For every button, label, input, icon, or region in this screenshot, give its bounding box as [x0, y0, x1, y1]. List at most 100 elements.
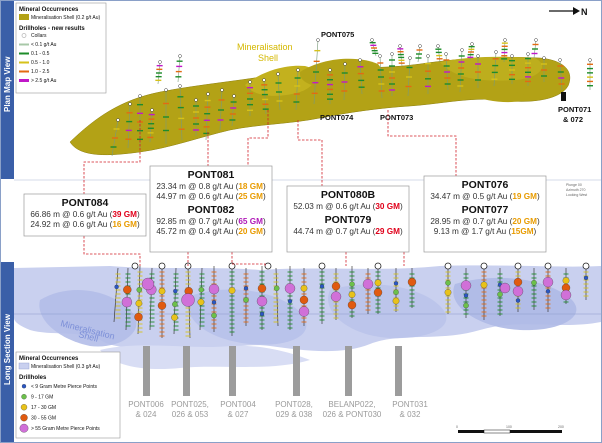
scale-tick-200: 200: [558, 425, 564, 429]
plan-drillhole: [341, 62, 348, 101]
plan-collar: [460, 48, 464, 52]
result-box-frame: [23, 193, 147, 237]
plan-drillhole: [311, 38, 321, 105]
plan-drillhole: [193, 98, 199, 136]
section-drillhole: [497, 268, 503, 316]
plan-collar: [398, 44, 402, 48]
section-drillhole: [256, 266, 268, 330]
section-drillhole: [373, 266, 383, 314]
plan-collar: [178, 84, 182, 88]
plan-drillhole: [397, 44, 405, 67]
plan-legend-label-5: > 2.5 g/t Au: [31, 78, 57, 84]
plan-collar: [220, 88, 224, 92]
plan-drillhole: [357, 58, 365, 95]
result-gm-value: 30 GM: [375, 202, 400, 211]
result-line-text: 45.72 m @ 0.4 g/t Au (: [156, 227, 238, 236]
section-pierce-point: [197, 298, 205, 306]
plan-drillhole: [147, 108, 155, 143]
plan-collar: [558, 58, 562, 62]
section-pierce-point: [560, 289, 572, 301]
section-collar: [264, 262, 272, 270]
result-title-pont084: PONT084: [62, 197, 109, 209]
hole-label-pont074: PONT074: [320, 113, 354, 122]
plan-collar: [534, 38, 538, 42]
result-title-pont076: PONT076: [462, 179, 509, 191]
plan-collar: [426, 54, 430, 58]
plan-drillhole: [261, 78, 269, 115]
plan-drillhole: [110, 118, 120, 157]
plan-drillhole: [175, 54, 183, 83]
section-view-sidebar: [1, 262, 14, 442]
section-note-3: Looking West: [566, 193, 587, 197]
section-pierce-point: [515, 298, 521, 303]
result-line: 52.03 m @ 0.6 g/t Au (30 GM): [293, 202, 403, 211]
plan-collar: [206, 92, 210, 96]
result-line-tail: ): [137, 220, 140, 229]
plan-legend-label-1: < 0.1 g/t Au: [31, 42, 57, 48]
connector-pont079-plan: [387, 110, 457, 186]
result-line: 24.92 m @ 0.6 g/t Au (16 GM): [30, 220, 140, 229]
section-pierce-point: [208, 283, 220, 295]
plan-collar: [150, 108, 154, 112]
result-title-pont079: PONT079: [325, 214, 372, 226]
plan-legend-swatch-0: [21, 33, 27, 38]
plan-collar: [194, 98, 198, 102]
result-box-frame: [286, 185, 410, 253]
section-group-label-2-a: PONT004: [220, 400, 256, 409]
section-trace-line: [173, 267, 177, 335]
hole-label-pont071: PONT071: [558, 105, 591, 114]
section-legend-label-0: < 9 Gram Metre Pierce Points: [31, 384, 97, 390]
result-line: 34.47 m @ 0.5 g/t Au (19 GM): [430, 192, 540, 201]
section-group-label-2-b: & 027: [228, 410, 249, 419]
section-group-label-5-a: PONT031: [392, 400, 428, 409]
section-pierce-point: [531, 279, 537, 286]
section-group-label-4-a: BELANP022,: [328, 400, 375, 409]
result-line-text: 23.34 m @ 0.8 g/t Au (: [156, 182, 238, 191]
result-line: 45.72 m @ 0.4 g/t Au (20 GM): [156, 227, 266, 236]
section-drillhole: [583, 266, 589, 300]
plan-collar: [116, 118, 120, 122]
section-drillhole: [157, 266, 167, 338]
section-pierce-point: [158, 287, 166, 295]
connector-pont084-plan: [83, 120, 141, 194]
section-collar: [444, 262, 452, 270]
result-line: 9.13 m @ 1.7 g/t Au (15GM): [434, 227, 537, 236]
plan-drillhole: [369, 38, 379, 57]
section-legend-shell-label: Mineralisation Shell (0.3 g/t Au): [31, 364, 101, 370]
section-pierce-point: [228, 287, 236, 294]
plan-collar: [418, 44, 422, 48]
result-title-pont081: PONT081: [188, 169, 235, 181]
plan-legend-shell-swatch: [19, 14, 29, 20]
section-group-bar: [395, 346, 402, 396]
section-pierce-point: [393, 281, 399, 286]
section-collar: [582, 262, 590, 270]
plan-drillhole: [457, 48, 465, 93]
section-pierce-point: [347, 300, 357, 310]
result-gm-value: 20 GM: [512, 217, 537, 226]
plan-collar: [248, 80, 252, 84]
section-group-label-3-b: 029 & 038: [276, 410, 313, 419]
section-pierce-point: [171, 314, 178, 321]
plan-drillhole: [531, 38, 539, 59]
plan-drill-traces: [110, 38, 593, 157]
result-line-text: 44.97 m @ 0.6 g/t Au (: [156, 192, 238, 201]
result-title-pont082: PONT082: [188, 204, 235, 216]
section-pierce-point: [562, 277, 570, 284]
section-pierce-point-large: [499, 282, 511, 294]
section-group-bar: [345, 346, 352, 396]
plan-collar: [378, 54, 382, 58]
section-pierce-point: [121, 296, 133, 308]
section-collar: [158, 262, 166, 270]
result-line-text: 24.92 m @ 0.6 g/t Au (: [30, 220, 112, 229]
plan-collar: [436, 44, 440, 48]
plan-collar: [370, 38, 374, 42]
section-group-bar: [143, 346, 150, 396]
section-legend-label-1: 9 - 17 GM: [31, 395, 53, 401]
section-group-bar: [229, 346, 236, 396]
plan-collar: [503, 38, 507, 42]
result-line-tail: ): [263, 182, 266, 191]
